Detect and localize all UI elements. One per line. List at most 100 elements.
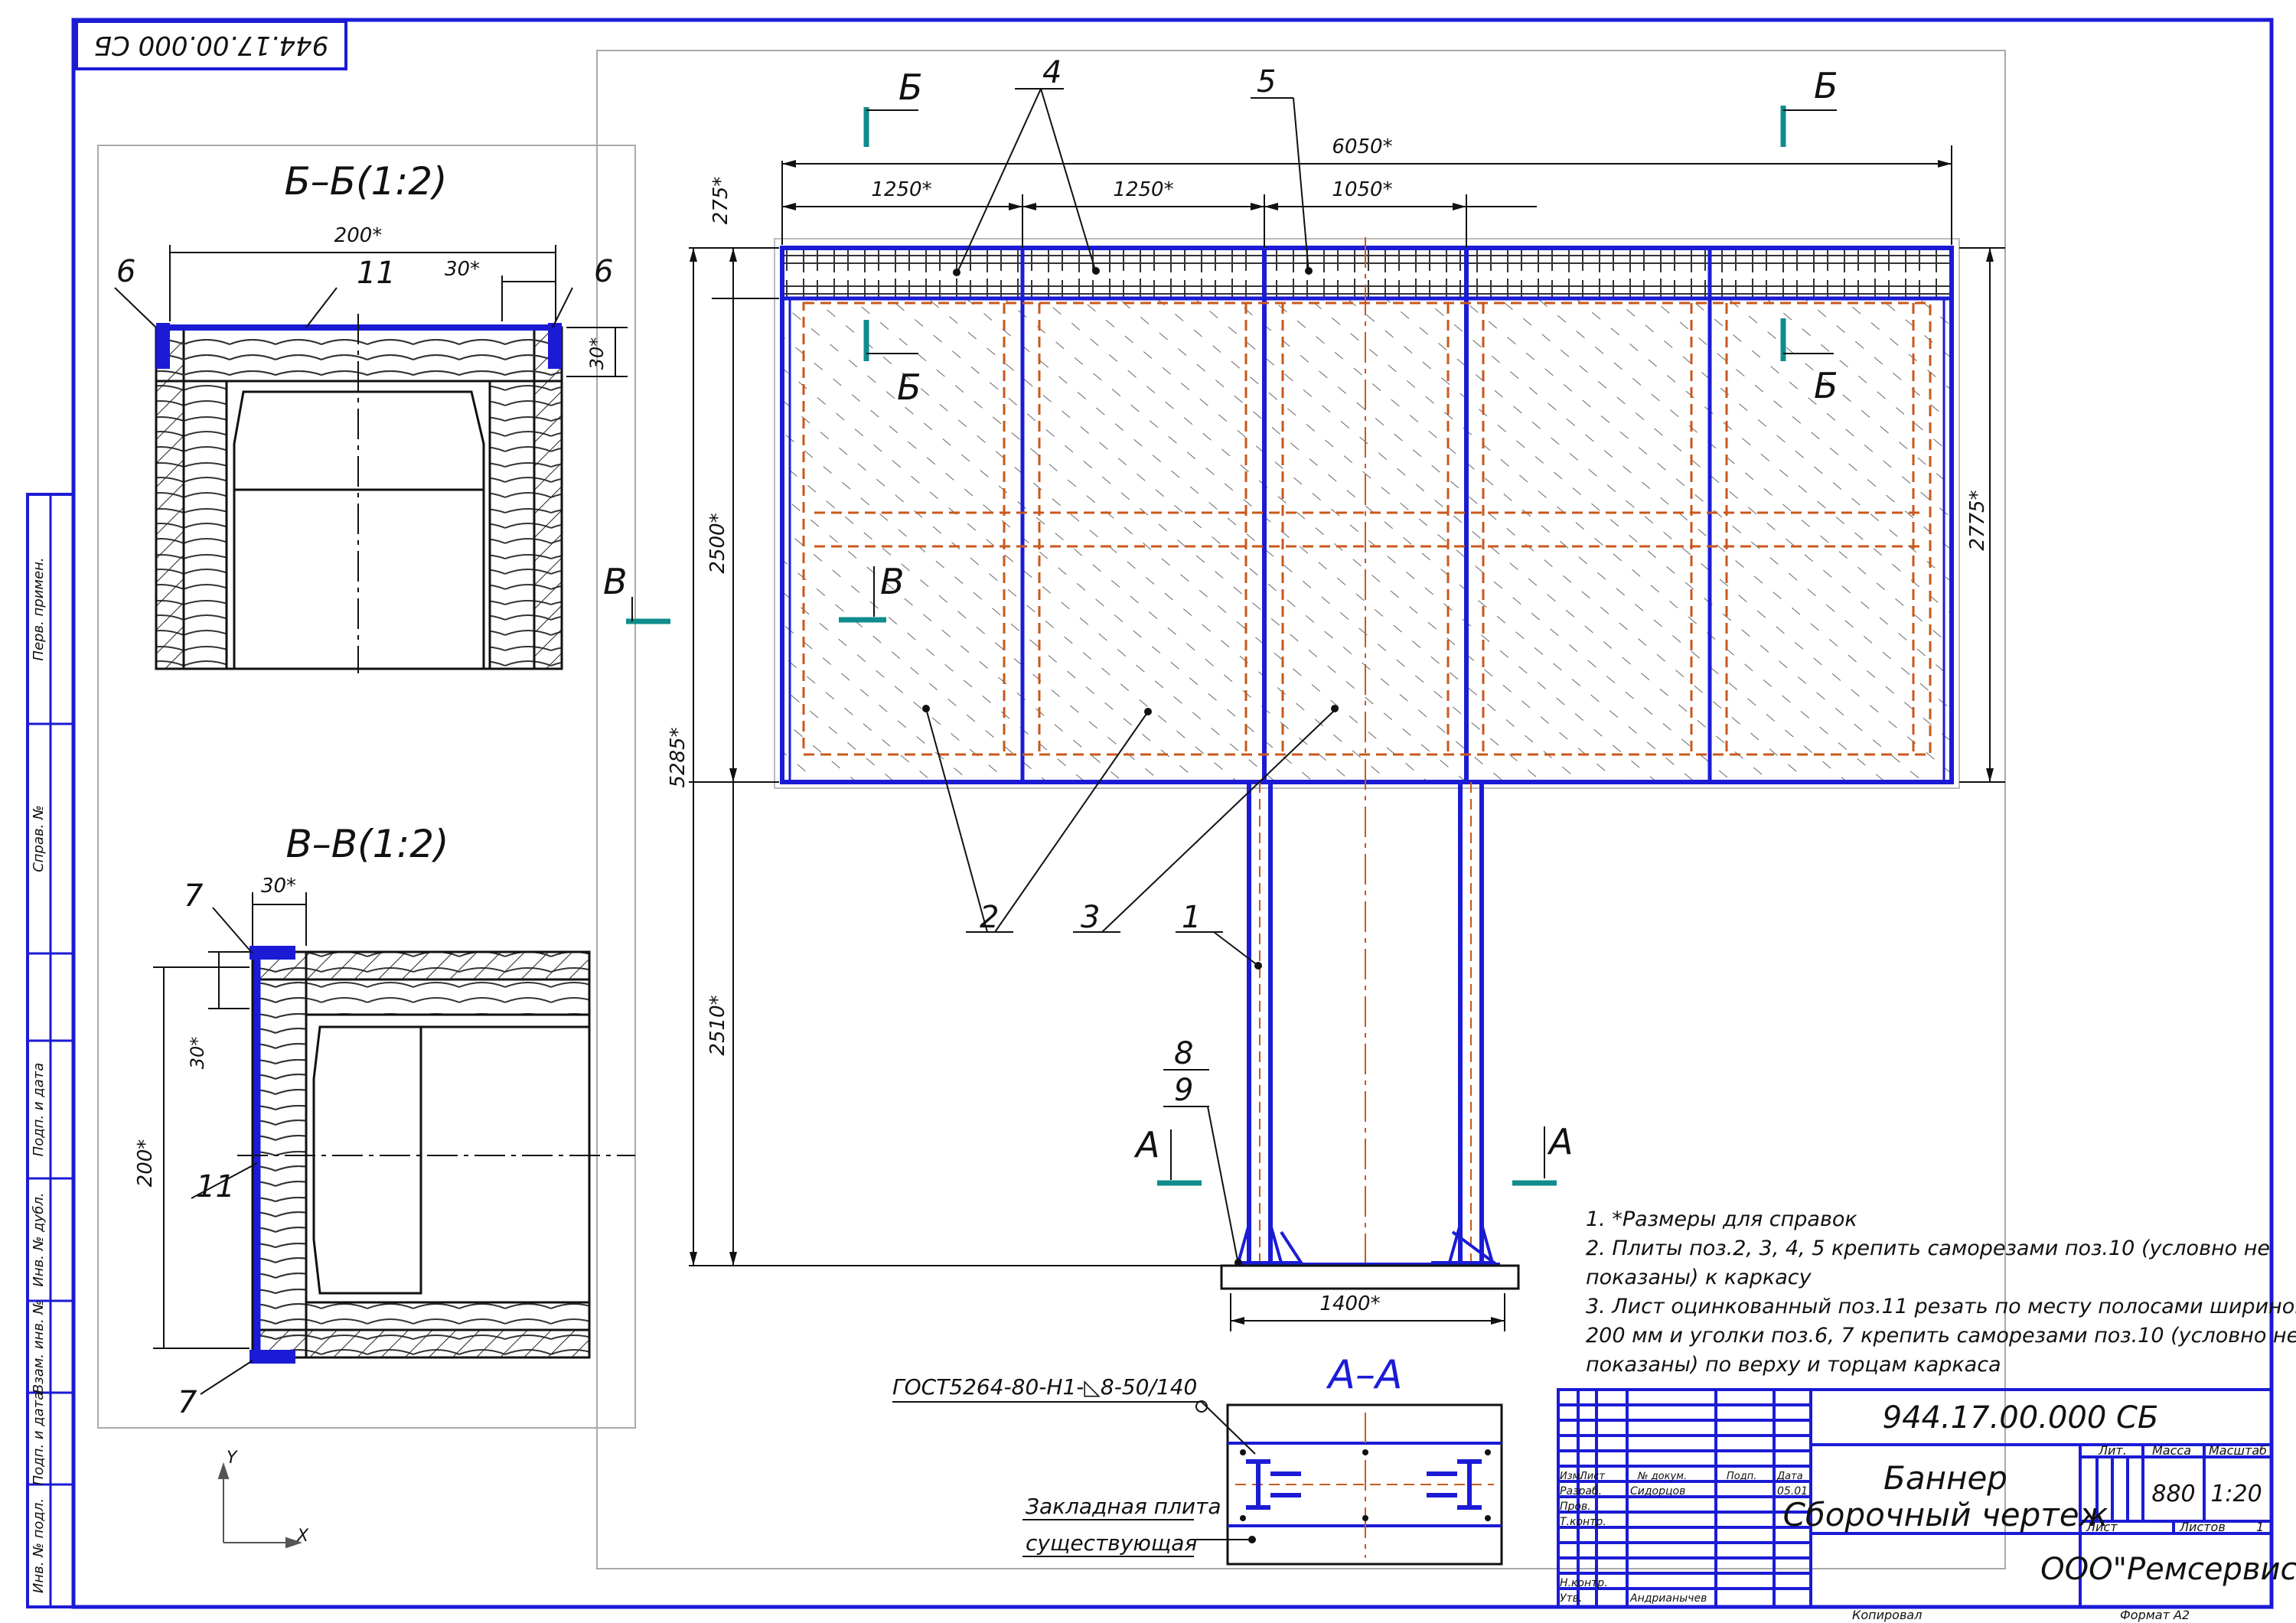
side-stamp-label: Инв. № подл.: [31, 1498, 47, 1593]
section-bb-title: Б–Б(1:2): [284, 159, 447, 204]
title-block: [1557, 1388, 2273, 1608]
svg-text:Б: Б: [899, 67, 923, 108]
section-mark-a-left: А: [1133, 1124, 1202, 1186]
bb-dim-30b: 30*: [586, 337, 608, 370]
section-mark-b-mid-left: Б: [863, 320, 921, 408]
scale-value: 1:20: [2210, 1481, 2262, 1507]
copied-label: Копировал: [1852, 1608, 1922, 1622]
bb-dim-width: 200*: [334, 224, 383, 247]
side-stamp-label: Справ. №: [31, 805, 47, 872]
bb-position-6-right: 6: [594, 254, 613, 289]
print-area-frame: [596, 50, 2006, 1569]
bb-dim-30a: 30*: [445, 258, 480, 281]
vv-position-11: 11: [196, 1169, 235, 1204]
dim-overall-height: 5285*: [667, 727, 690, 787]
section-mark-b-mid-right: Б: [1780, 318, 1838, 406]
weld-note: ГОСТ5264-80-Н1-◺8-50/140: [892, 1374, 1197, 1400]
razrab-name: Сидорцов: [1630, 1485, 1685, 1498]
section-aa-view: А–А ГОСТ5264-80-Н1-◺8-50/140 Закладная п…: [892, 1352, 1503, 1566]
vv-dim-200: 200*: [134, 1139, 157, 1188]
header-izm: Изм.: [1560, 1471, 1583, 1482]
side-stamp-label: Подп. и дата: [31, 1392, 47, 1486]
utv-name: Андрианычев: [1629, 1592, 1707, 1605]
vv-dim-30a: 30*: [261, 875, 296, 898]
embedded-plate-label-1: Закладная плита: [1026, 1494, 1221, 1519]
position-label-2: 2: [980, 900, 999, 935]
title-block-code: 944.17.00.000 СБ: [1883, 1400, 2159, 1436]
axis-y-label: Y: [227, 1449, 238, 1468]
position-label-5: 5: [1257, 64, 1276, 99]
prov-label: Пров.: [1560, 1501, 1591, 1513]
header-list: Лист: [1579, 1471, 1605, 1482]
position-label-1: 1: [1182, 900, 1201, 935]
utv-label: Утв.: [1560, 1592, 1582, 1605]
foundation: [1220, 1264, 1520, 1290]
svg-text:В: В: [603, 561, 628, 602]
note-line: показаны) по верху и торцам каркаса: [1586, 1353, 2001, 1377]
bb-position-6-left: 6: [116, 254, 135, 289]
main-view: 6050* 1250* 1250* 1050* 275* 2500* 5285*…: [603, 55, 2005, 1331]
shield-hatching: [782, 298, 1952, 782]
company-name: ООО"Ремсервис": [2040, 1552, 2296, 1587]
dim-width-2: 1250*: [1113, 178, 1173, 201]
mass-label: Масса: [2152, 1443, 2191, 1458]
section-mark-a-right: А: [1512, 1121, 1573, 1186]
position-label-9: 9: [1174, 1073, 1193, 1108]
dim-width-3: 1050*: [1332, 178, 1392, 201]
section-vv-view: В–В(1:2) 30* 30* 200* 7 11: [134, 822, 635, 1420]
position-label-3: 3: [1081, 900, 1100, 935]
section-mark-v-right: В: [839, 561, 905, 623]
mass-value: 880: [2151, 1481, 2195, 1507]
side-stamp: Перв. примен. Справ. № Подп. и дата Инв.…: [26, 493, 75, 1608]
vv-dim-30b: 30*: [187, 1037, 208, 1070]
vv-position-7-top: 7: [184, 878, 204, 914]
detail-views-frame: [97, 145, 636, 1429]
svg-text:Б: Б: [897, 367, 921, 408]
sheets-label: Листов: [2179, 1520, 2226, 1534]
section-bb-view: Б–Б(1:2) 200* 30* 30* 6 11: [114, 159, 628, 673]
header-doc: № докум.: [1637, 1471, 1687, 1482]
tkontr-label: Т.контр.: [1560, 1516, 1606, 1528]
section-mark-v-left: В: [603, 561, 670, 624]
axis-x-label: X: [296, 1527, 309, 1546]
sheet-label: Лист: [2086, 1520, 2118, 1534]
dim-frame-height: 2775*: [1966, 490, 1989, 550]
position-label-4: 4: [1042, 55, 1062, 90]
scale-label: Масштаб: [2209, 1443, 2267, 1458]
vv-position-7-bottom: 7: [178, 1385, 197, 1420]
section-mark-b-top-left: Б: [863, 67, 923, 147]
coordinate-axes: [217, 1462, 303, 1549]
title-block-text: 944.17.00.000 СБ Баннер Сборочный чертеж…: [1560, 1400, 2296, 1622]
technical-notes: 1. *Размеры для справок 2. Плиты поз.2, …: [1586, 1207, 2296, 1377]
svg-text:Б: Б: [1814, 365, 1838, 406]
format-label: Формат А2: [2120, 1608, 2190, 1622]
note-line: 3. Лист оцинкованный поз.11 резать по ме…: [1586, 1295, 2296, 1318]
svg-text:В: В: [880, 561, 905, 602]
nkontr-label: Н.контр.: [1560, 1577, 1608, 1589]
note-line: 1. *Размеры для справок: [1586, 1207, 1857, 1231]
svg-text:А: А: [1547, 1121, 1573, 1162]
code-stamp: 944.17.00.000 СБ: [75, 20, 347, 70]
side-stamp-label: Подп. и дата: [31, 1063, 47, 1157]
razrab-label: Разраб.: [1560, 1485, 1602, 1498]
shield-frame: [780, 246, 1954, 784]
dim-width-1: 1250*: [871, 178, 931, 201]
dim-total-width: 6050*: [1332, 135, 1392, 158]
header-sign: Подп.: [1727, 1471, 1756, 1482]
note-line: 2. Плиты поз.2, 3, 4, 5 крепить самореза…: [1586, 1237, 2270, 1260]
dim-base-width: 1400*: [1319, 1292, 1380, 1315]
svg-text:А: А: [1133, 1124, 1159, 1165]
dim-shield-height: 2500*: [706, 513, 729, 573]
dim-top-strip: 275*: [709, 177, 732, 225]
header-date: Дата: [1776, 1471, 1803, 1482]
code-stamp-text: 944.17.00.000 СБ: [94, 30, 329, 60]
section-mark-b-top-right: Б: [1780, 65, 1838, 147]
razrab-date: 05.01: [1777, 1485, 1808, 1498]
side-stamp-label: Перв. примен.: [31, 557, 47, 660]
note-line: 200 мм и уголки поз.6, 7 крепить саморез…: [1586, 1324, 2296, 1348]
position-label-8: 8: [1174, 1036, 1193, 1071]
title-block-name: Баннер: [1883, 1459, 2007, 1497]
side-stamp-label: Взам. инв. №: [31, 1300, 47, 1393]
section-vv-title: В–В(1:2): [285, 822, 448, 866]
